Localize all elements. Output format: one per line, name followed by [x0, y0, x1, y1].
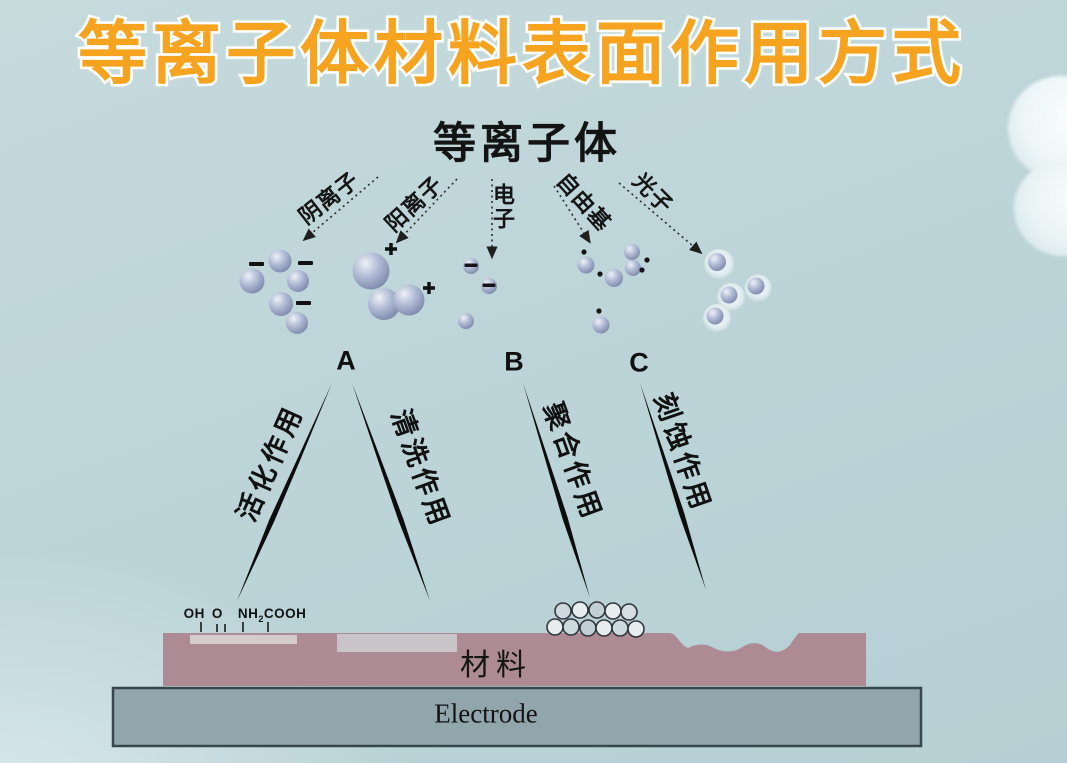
branch-letter-b: B: [504, 346, 524, 377]
electron-minus-icon: [464, 263, 496, 287]
radical-cluster: [577, 244, 650, 334]
needle-polymerization-icon: [523, 383, 590, 598]
material-label: 材料: [460, 649, 532, 682]
plasma-heading: 等离子体: [433, 120, 621, 168]
polymer-deposit: [546, 601, 645, 638]
electrode-bar: [111, 686, 923, 748]
surface-chem-groups: OH O NH2COOH: [184, 606, 307, 624]
chem-group-nh-sub: 2: [258, 613, 264, 624]
cation-cluster: [352, 243, 435, 320]
radical-dot-icon: [581, 249, 650, 314]
chem-group-o: O: [211, 606, 223, 622]
material-cleaned-patch: [337, 634, 457, 652]
chem-group-cooh: COOH: [263, 606, 307, 622]
branch-letter-a: A: [336, 345, 356, 376]
chem-bond-ticks-icon: [200, 622, 269, 632]
material-activated-patch: [190, 635, 297, 644]
needle-cleaning-icon: [352, 383, 430, 601]
plus-icon: [385, 243, 435, 294]
minus-icon: [249, 261, 313, 305]
chem-group-nh: NH: [237, 606, 259, 622]
branch-needles: [237, 383, 706, 601]
material-slab: [163, 633, 866, 686]
needle-etching-icon: [640, 383, 706, 590]
photon-arrow-icon: [618, 182, 703, 255]
branch-letter-c: C: [629, 347, 649, 378]
chem-group-oh: OH: [183, 606, 205, 622]
electrode-label: Electrode: [434, 698, 538, 729]
label-electron: 电子: [490, 183, 515, 231]
anion-cluster: [239, 249, 313, 334]
needle-activation-icon: [237, 383, 332, 601]
slide-title: 等离子体材料表面作用方式: [76, 13, 966, 95]
photon-cluster: [703, 249, 772, 332]
electron-cluster: [458, 258, 497, 329]
